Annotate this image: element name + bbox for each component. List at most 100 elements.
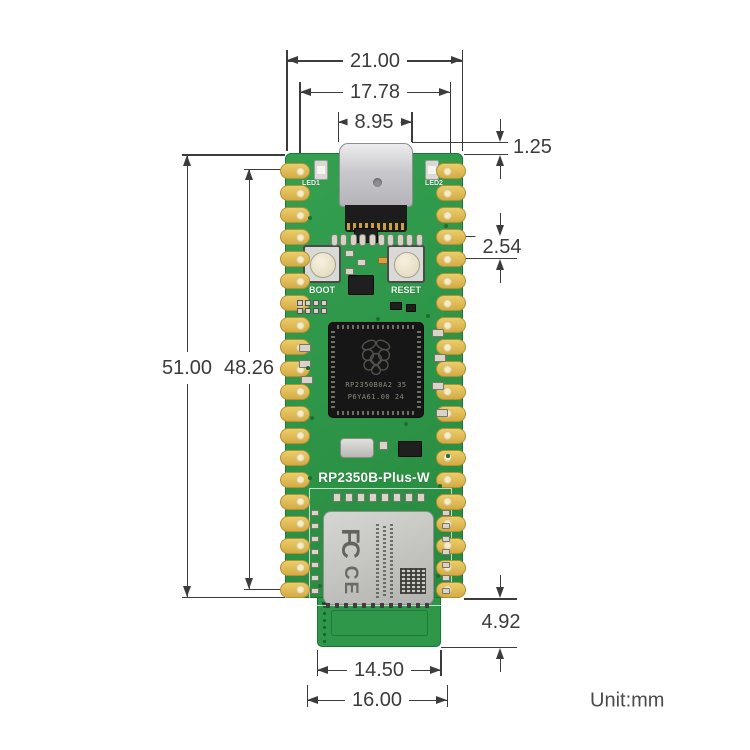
module-pad <box>311 549 319 555</box>
pad-hole <box>443 254 452 264</box>
reset-label: RESET <box>390 285 421 295</box>
dim-antenna-overhang-label: 4.92 <box>474 611 528 633</box>
extension-line <box>286 50 288 151</box>
module-pad <box>311 562 319 568</box>
usb-pins <box>347 223 405 230</box>
oscillator <box>340 438 374 458</box>
extension-line <box>244 588 298 590</box>
boot-label: BOOT <box>309 285 335 295</box>
usb-c-socket <box>345 205 407 232</box>
board-title-silkscreen: RP2350B-Plus-W <box>318 470 430 485</box>
arrowhead <box>182 155 191 166</box>
test-pad <box>349 234 357 246</box>
pad-hole <box>443 166 452 176</box>
fcc-mark: FC <box>336 528 364 556</box>
module-pad <box>311 523 319 529</box>
unit-note: Unit:mm <box>590 689 665 712</box>
via-dot <box>376 317 380 321</box>
arrowhead <box>338 117 349 126</box>
via-dot <box>446 454 450 458</box>
arrowhead <box>287 56 298 65</box>
chip-pins <box>337 325 415 329</box>
extension-line <box>182 596 285 598</box>
arrowhead <box>495 131 504 142</box>
pad-hole <box>443 298 452 308</box>
pad-hole <box>443 188 452 198</box>
pad-hole <box>296 475 305 485</box>
raspberry-pi-logo <box>361 339 391 375</box>
arrowhead <box>495 225 504 236</box>
pad-hole <box>443 497 452 507</box>
castellated-pad <box>280 273 310 290</box>
castellated-pad <box>436 295 466 312</box>
boot-button-cap[interactable] <box>310 252 336 278</box>
led1-component <box>314 160 328 180</box>
module-microtext <box>390 524 393 599</box>
arrowhead <box>307 695 318 704</box>
castellated-pad <box>436 163 466 179</box>
arrowhead <box>451 56 462 65</box>
module-pad <box>442 510 450 516</box>
arrowhead <box>495 155 504 166</box>
castellated-pad <box>436 559 466 576</box>
arrow-stem <box>499 575 501 588</box>
pad-hole <box>296 188 305 198</box>
dim-pin-span-height-label: 48.26 <box>219 352 279 384</box>
smd-component <box>436 409 448 417</box>
castellated-pad <box>436 361 466 378</box>
module-pad <box>442 536 450 542</box>
module-pad <box>417 493 425 502</box>
reset-button[interactable] <box>387 245 425 283</box>
reset-button-cap[interactable] <box>394 252 420 278</box>
module-pad <box>442 549 450 555</box>
debug-pad <box>321 308 327 314</box>
pad-hole <box>296 431 305 441</box>
arrowhead <box>495 259 504 270</box>
module-pad <box>442 562 450 568</box>
module-pad <box>369 493 377 502</box>
via-dot <box>308 216 312 220</box>
arrowhead <box>495 648 504 659</box>
extension-line <box>464 598 517 600</box>
castellated-pad <box>436 185 466 202</box>
castellated-pad <box>280 449 310 466</box>
pcb-board: LED1 LED2 BOOT RESET <box>280 143 466 608</box>
test-pad <box>368 234 376 246</box>
pad-hole <box>296 585 305 595</box>
dim-board-height-label: 51.00 <box>157 352 217 384</box>
pad-hole <box>443 320 452 330</box>
smd-component <box>406 304 416 312</box>
pad-hole <box>296 519 305 529</box>
module-pad <box>357 493 365 502</box>
rp2350-chip: RP2350B0A2 35 P6YA61.00 24 <box>329 323 423 417</box>
arrow-stem <box>499 213 501 226</box>
boot-button[interactable] <box>303 245 341 283</box>
castellated-pad <box>436 537 466 554</box>
castellated-pad <box>436 471 466 488</box>
arrowhead <box>439 87 450 96</box>
dim-usb-overhang-label: 1.25 <box>511 136 554 158</box>
pad-hole <box>443 475 452 485</box>
castellated-pad <box>436 449 466 466</box>
arrow-stem <box>499 119 501 132</box>
smd-component <box>432 329 444 337</box>
pad-hole <box>296 453 305 463</box>
castellated-pad <box>436 515 466 532</box>
module-pad <box>405 493 413 502</box>
module-microtext <box>383 526 386 598</box>
arrow-stem <box>499 270 501 283</box>
arrow-stem <box>499 166 501 179</box>
dim-pin-pitch-label: 2.54 <box>475 236 529 258</box>
pad-hole <box>443 210 452 220</box>
chip-marking-1: RP2350B0A2 35 <box>345 381 407 389</box>
ce-mark: CE <box>340 565 361 597</box>
antenna-via <box>323 633 326 636</box>
pad-hole <box>443 232 452 242</box>
via-dot <box>444 224 448 228</box>
smd-component <box>432 382 444 390</box>
extension-line <box>337 112 339 142</box>
test-pad <box>387 234 395 246</box>
antenna-via <box>323 612 326 615</box>
module-pad <box>311 588 319 594</box>
castellated-pad <box>280 581 310 598</box>
